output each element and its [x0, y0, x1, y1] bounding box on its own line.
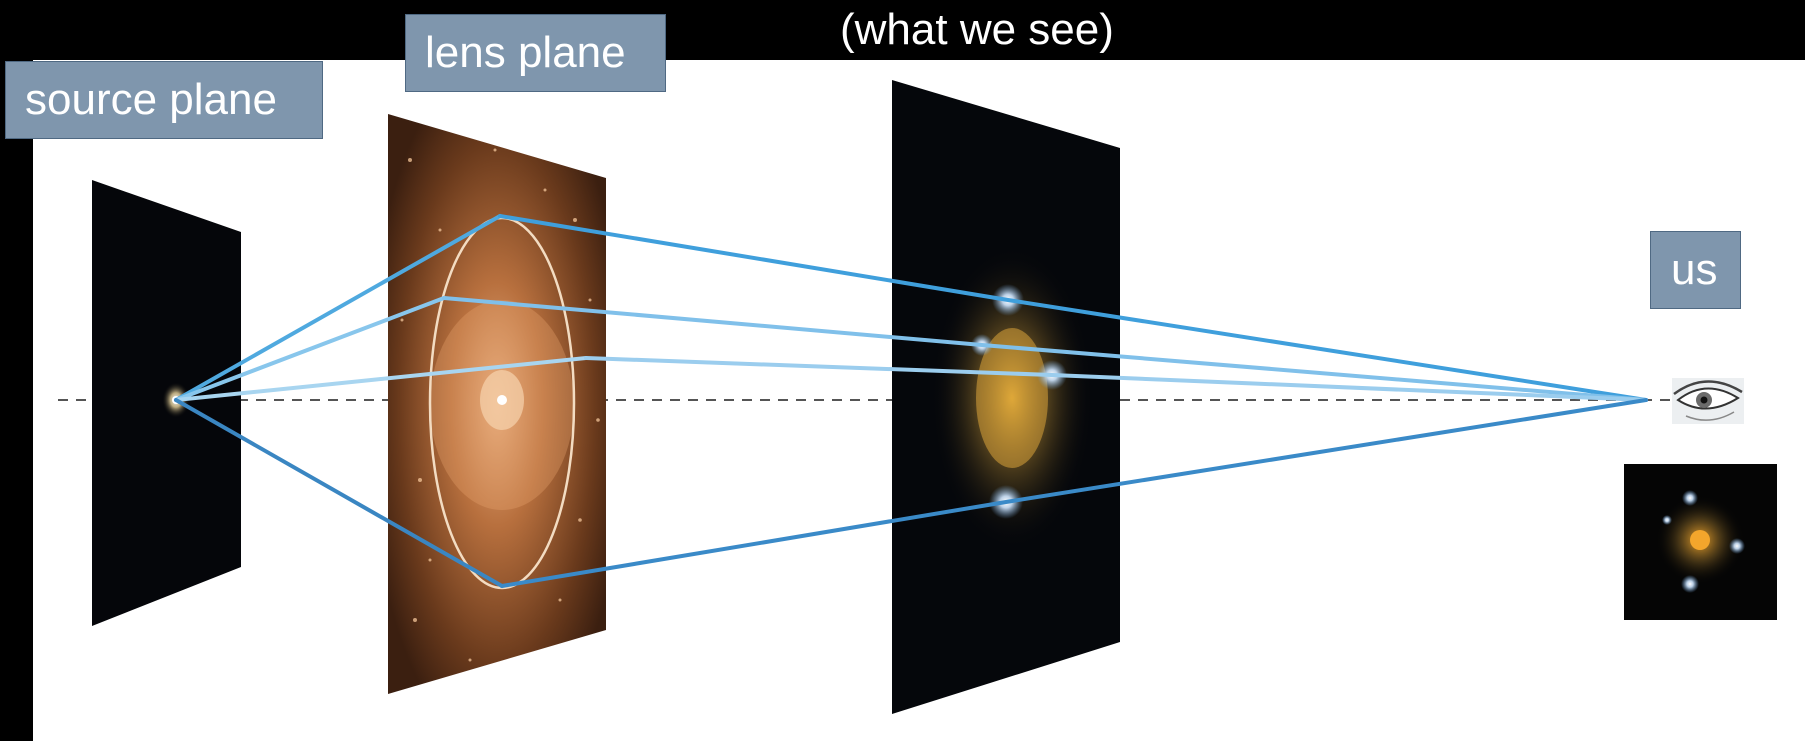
lens-plane-label-text: lens plane	[425, 28, 626, 77]
observer-label: us	[1650, 231, 1741, 309]
what-we-see-caption: (what we see)	[840, 5, 1114, 54]
lens-plane-panel	[388, 114, 606, 694]
source-plane-panel	[92, 180, 241, 626]
lens-plane-label: lens plane	[405, 14, 666, 92]
source-plane-label-text: source plane	[25, 75, 277, 124]
rays-source-to-lens	[174, 214, 588, 588]
observer-label-text: us	[1671, 245, 1718, 294]
eye-icon	[1672, 378, 1744, 424]
rays-lens-to-observer	[442, 214, 1648, 588]
image-plane-panel	[892, 80, 1120, 714]
source-plane-label: source plane	[5, 61, 323, 139]
einstein-cross-inset	[1624, 464, 1777, 620]
